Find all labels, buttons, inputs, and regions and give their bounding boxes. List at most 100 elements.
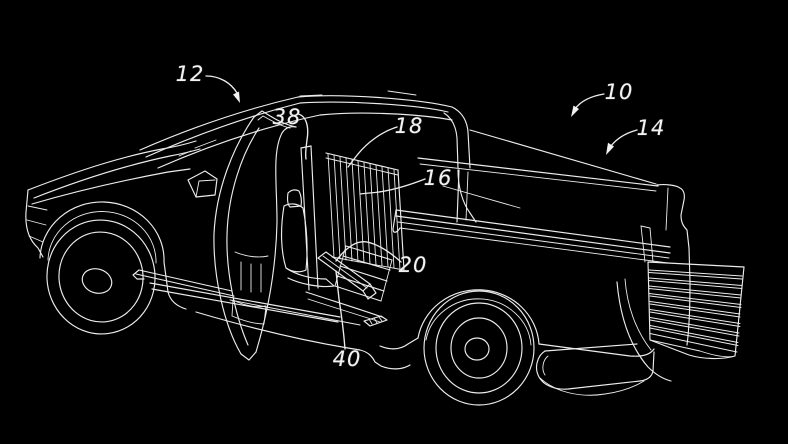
leader-20 [335,241,402,263]
rear-bumper-inner [542,355,549,376]
behind-wheel-body [163,261,187,310]
running-board-bottom [135,273,235,297]
doorframe-top [157,112,453,169]
grab-bar-foot [362,283,377,300]
slats-right-edge [397,169,405,271]
rear-hub [464,337,490,361]
front-wheel-arch-inner [47,211,157,264]
slat-lines [327,153,401,271]
step-right-edge [380,259,393,302]
rear-bumper-top [544,343,638,352]
c-pillar-outer [451,106,471,169]
door-outer-edge [213,116,255,355]
bed-floor-edge [442,185,521,209]
rear-tire-mid [435,302,523,394]
door-inner-edge [255,126,297,353]
rear-wheel-arch-outer [417,289,540,345]
bed-rail-line1 [395,209,671,248]
roofline-outer [139,95,453,151]
bed-rail-line4 [399,227,669,264]
rear-wheel [423,290,535,406]
bed-rail-line2 [395,215,671,254]
tail-post [656,184,691,346]
running-board-top [138,269,233,292]
front-tire-outer [46,219,156,335]
door-bottom-tip [240,351,257,361]
leader-18 [347,126,398,168]
tail-strap1 [640,225,646,263]
front-hub [81,268,113,294]
bed-headboard-edge1 [456,169,460,223]
arrowhead-12 [233,91,240,103]
leader-16 [359,178,426,195]
front-face [25,189,44,258]
wiper-dash1 [194,139,217,149]
floor-sill1 [305,291,383,318]
ref-label-12: 12 [175,62,205,86]
leader-10 [574,93,605,110]
door-window-frame-inner [257,115,291,129]
cab-roof [139,90,477,223]
seat-cushion [285,267,335,288]
front-wheel [46,219,156,335]
bed [379,129,671,357]
arrowhead-10 [571,105,579,117]
ref-label-38: 38 [272,105,302,129]
sill-step-pad [363,315,388,327]
door-map-pocket [231,299,267,325]
slats-top-edge2 [325,157,399,176]
side-mirror-inner [195,179,216,198]
door-window-frame [253,110,297,128]
sill-line2 [151,288,339,323]
ramp-bottom-edge [649,339,736,358]
step-tread1 [345,245,393,261]
running-board-endcap [132,269,145,280]
leader-40 [335,270,346,350]
bed-headboard-edge2 [465,171,469,221]
leader-14 [610,129,638,147]
ref-label-18: 18 [394,114,424,138]
slats-top-edge1 [325,152,399,171]
leader-12 [205,75,238,94]
rear-wheel-arch-inner [425,298,532,346]
arrowhead-14 [606,142,614,155]
grab-bar-inner [322,255,368,289]
rear-tire-inner [450,317,508,379]
hood-inner [33,148,201,199]
bed-farwall-top [417,157,659,187]
c-pillar-foot [457,169,477,223]
open-door [213,110,297,361]
rear-fender-curve1 [616,281,672,382]
headlight-line1 [27,205,48,211]
rear-bumper-lower [539,377,645,396]
ref-label-20: 20 [398,253,428,277]
ref-label-14: 14 [636,116,666,140]
ref-label-40: 40 [332,347,362,371]
front-end [25,140,218,310]
tail-post-inner [665,187,669,231]
leader-38 [297,113,309,160]
ref-label-16: 16 [423,166,453,190]
rear-tire-outer [423,290,535,406]
ramp-slats [648,269,743,353]
b-pillar-rear [310,145,319,289]
tailgate-ramp [647,261,745,360]
step-assembly [317,245,393,302]
headlight-line2 [26,219,47,226]
roofline-inner [145,101,449,158]
seat-headrest [287,189,302,208]
bed-side-bottom-front [379,337,419,350]
roof-accent2 [299,94,323,97]
sill-line1 [149,282,341,318]
reference-leaders [205,75,638,350]
door-armrest [234,251,269,258]
roof-accent [387,90,417,96]
side-mirror [187,170,218,198]
tail-strap2 [640,225,654,263]
fender-crease [31,168,191,205]
ref-label-10: 10 [604,80,634,104]
floor-sill2 [307,298,381,323]
rear-fender-curve2 [624,278,652,351]
seat-back [280,203,308,273]
